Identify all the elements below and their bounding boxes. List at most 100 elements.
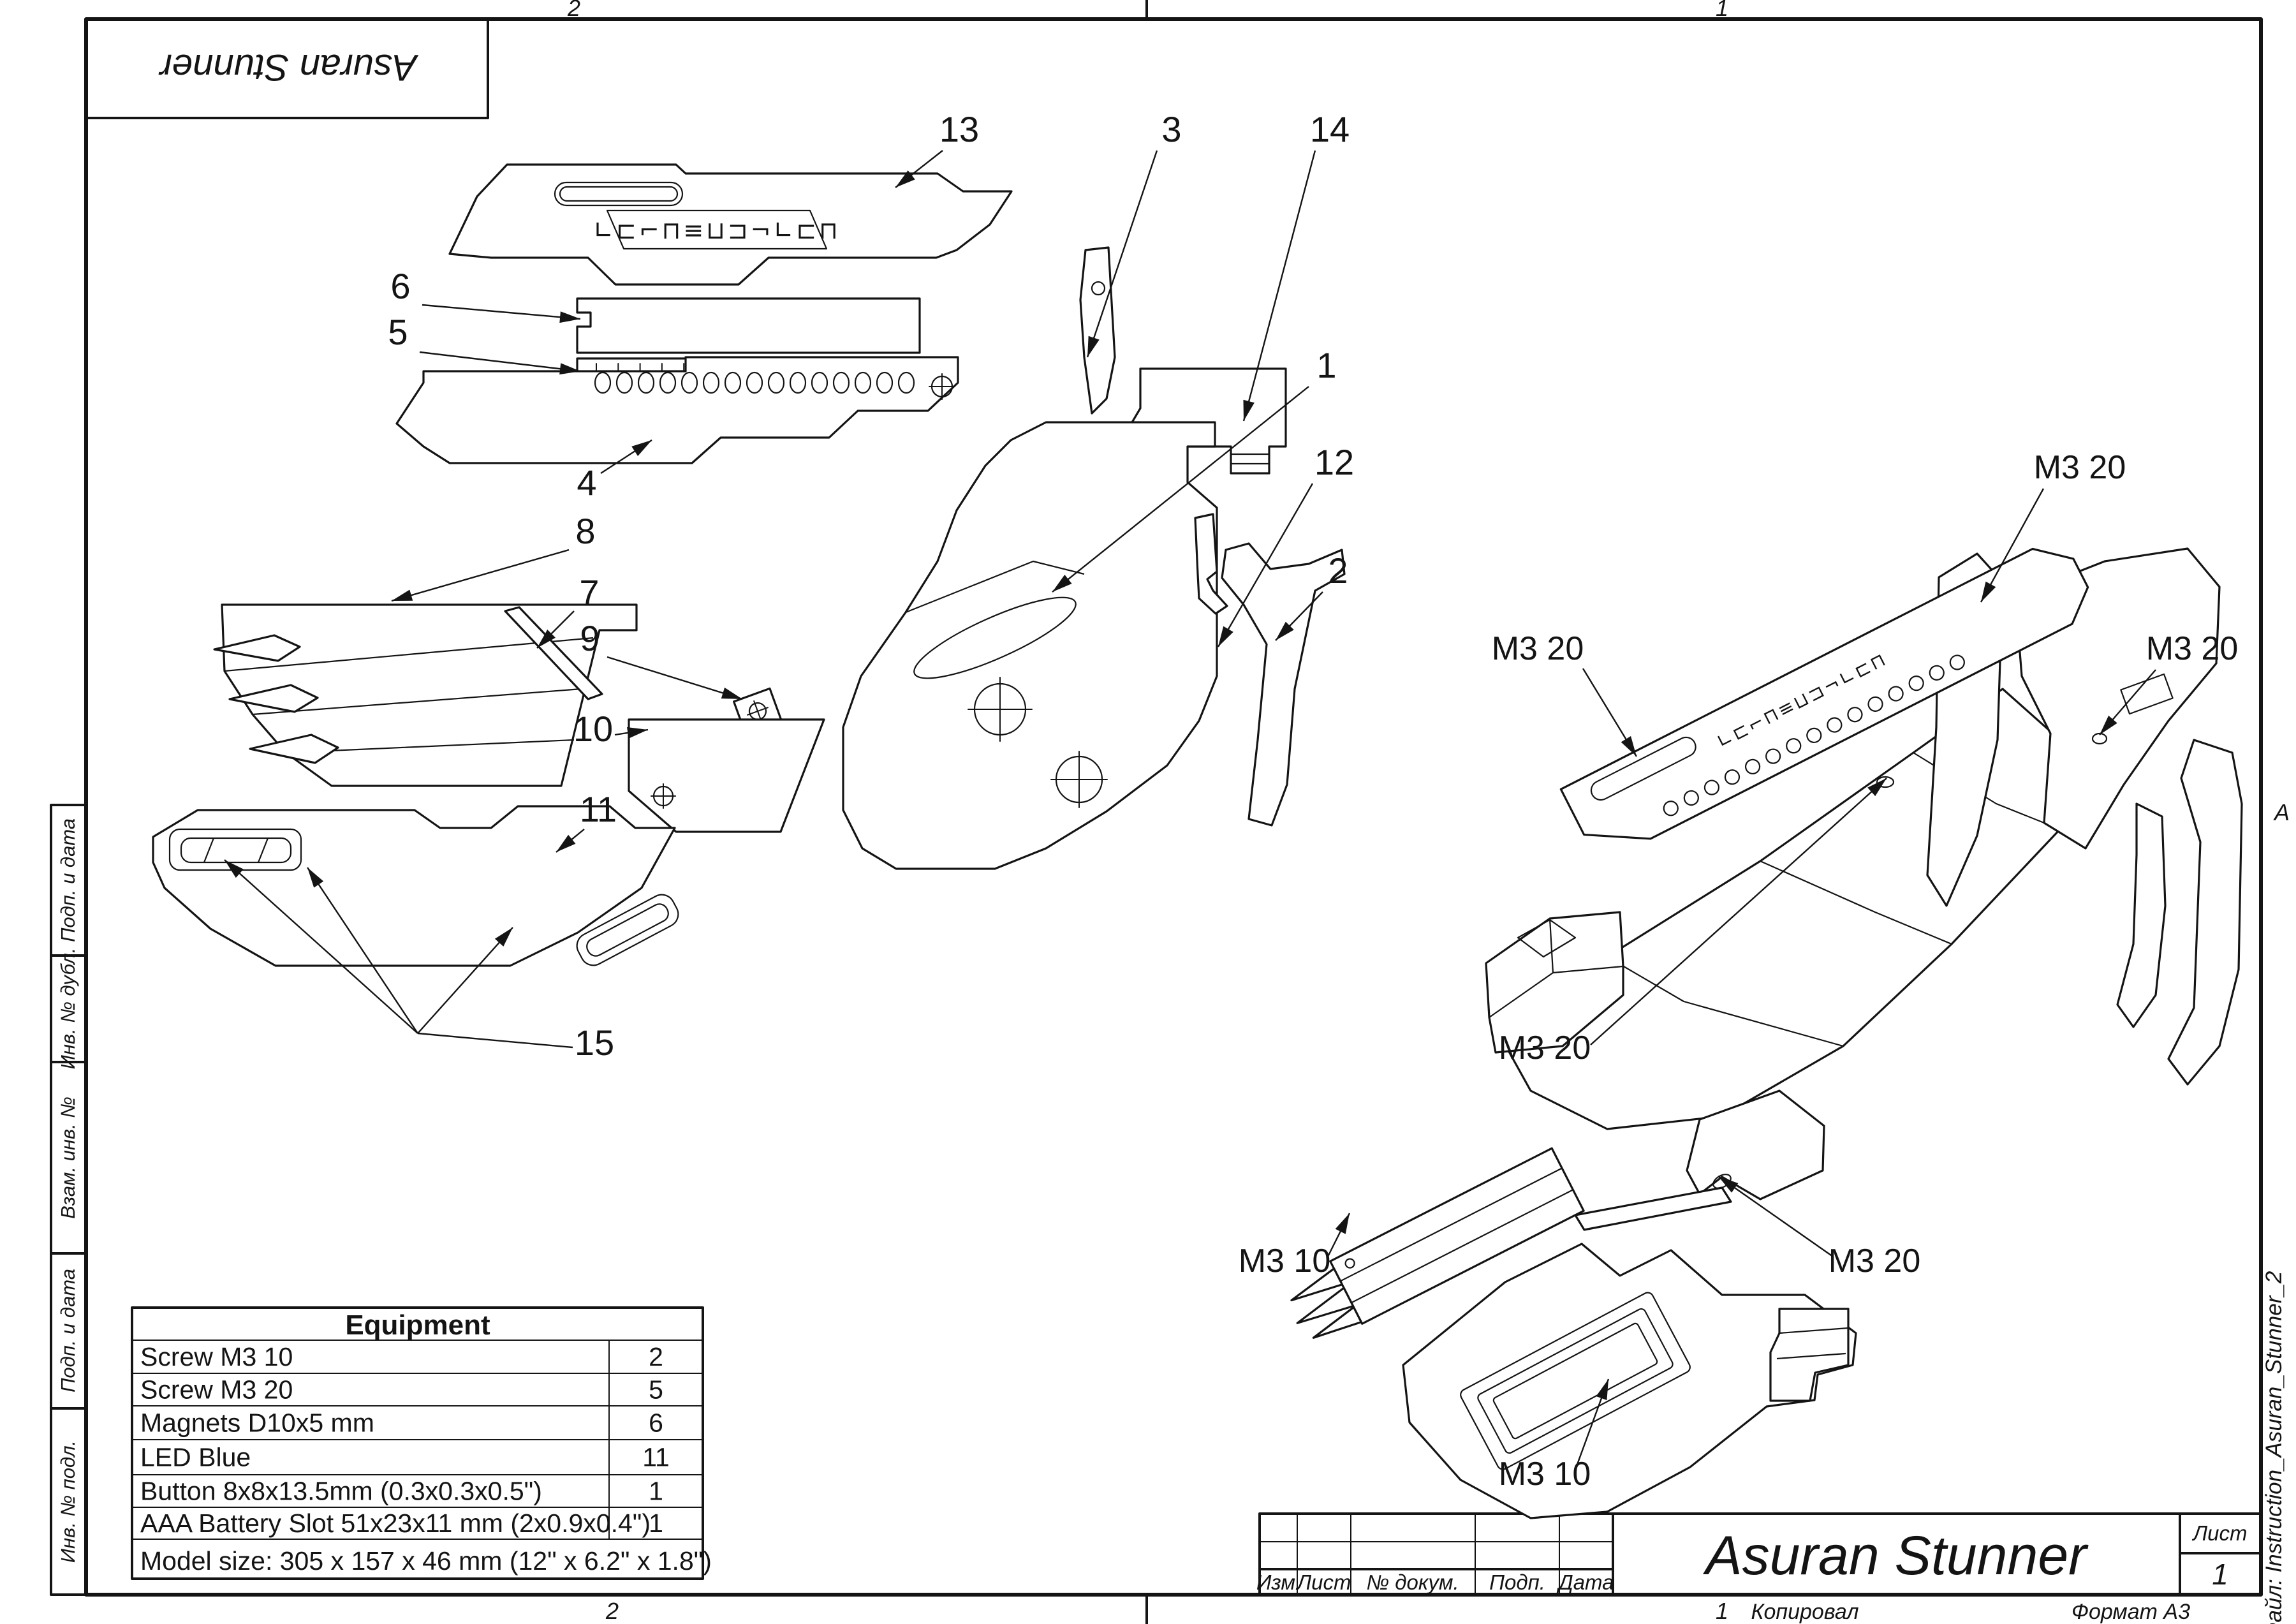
led-hole [1888, 686, 1904, 702]
screw-size-callout: M3 20 [1499, 1030, 1591, 1067]
leader-arrowhead [721, 687, 742, 699]
equipment-item-qty: 6 [649, 1408, 663, 1438]
part-number-callout: 5 [388, 312, 408, 352]
equipment-item-qty: 11 [642, 1443, 670, 1472]
led-hole [1806, 727, 1822, 743]
part-number-callout: 12 [1314, 442, 1354, 482]
part-number-callout: 2 [1328, 550, 1348, 591]
led-hole [1765, 748, 1781, 764]
leader-arrowhead [1276, 621, 1294, 640]
zone-label-bottom-2: 2 [605, 1598, 619, 1624]
leader-arrowhead [1596, 1379, 1608, 1401]
part-number-callout: 8 [575, 511, 595, 551]
tb-header-izm: Изм. [1256, 1570, 1301, 1594]
led-hole [1929, 665, 1945, 681]
prong-tip [1296, 1287, 1355, 1324]
copied-label: Копировал [1751, 1600, 1858, 1624]
screw-hole [1876, 776, 1895, 788]
leader-arrowhead [2100, 715, 2117, 735]
screw-size-callout: M3 20 [1829, 1243, 1921, 1280]
part-number-callout: 7 [579, 572, 599, 612]
leader-arrowhead [1218, 626, 1233, 647]
part-number-callout: 15 [575, 1022, 614, 1063]
equipment-item-qty: 1 [649, 1509, 663, 1538]
leader-line [417, 927, 513, 1034]
leader-line [307, 867, 418, 1034]
battery-slot [1460, 1292, 1691, 1470]
part-number-callout: 11 [580, 789, 617, 829]
leader-arrowhead [494, 927, 513, 947]
leader-arrowhead [631, 440, 652, 456]
led-hole [832, 371, 850, 394]
part-12-clip [1194, 513, 1228, 615]
leader-arrowhead [1335, 1213, 1350, 1234]
tb-header-list: Лист [1296, 1570, 1351, 1594]
part-1-main-body [842, 421, 1218, 870]
part-number-callout: 9 [580, 618, 600, 658]
leader-line [417, 1032, 573, 1049]
leader-arrowhead [1087, 336, 1100, 357]
part-number-callout: 4 [577, 462, 596, 503]
oval-slot-inner [559, 186, 679, 202]
led-hole [1827, 717, 1843, 733]
leader-arrowhead [559, 363, 580, 375]
led-hole [1867, 696, 1883, 712]
led-hole [637, 371, 655, 394]
leader-line [391, 549, 570, 602]
zone-label-top-2: 2 [567, 0, 580, 21]
prong-tip [1312, 1306, 1362, 1339]
led-hole [811, 371, 828, 394]
leader-arrowhead [224, 860, 244, 878]
leader-arrowhead [1981, 581, 1996, 602]
leader-line [224, 859, 418, 1034]
leader-line [422, 304, 581, 320]
leader-arrowhead [627, 727, 648, 739]
equipment-item-name: LED Blue [140, 1443, 251, 1472]
format-label: Формат A3 [2072, 1600, 2190, 1624]
led-hole [767, 371, 785, 394]
equipment-table: Equipment Model size: 305 x 157 x 46 mm … [131, 1306, 712, 1580]
prong-tip [228, 684, 319, 713]
part-number-callout: 13 [939, 109, 979, 149]
leader-line [1718, 1176, 1834, 1257]
leader-arrowhead [1718, 1176, 1739, 1193]
sheet-frame: 2 1 2 1 A Копировал Формат A3 Файл: Inst… [84, 0, 2290, 1624]
equipment-table-footer: Model size: 305 x 157 x 46 mm (12" x 6.2… [140, 1546, 712, 1576]
led-hole [1744, 758, 1761, 775]
equipment-item-name: AAA Battery Slot 51x23x11 mm (2x0.9x0.4"… [140, 1509, 651, 1538]
led-hole [1847, 707, 1863, 723]
leader-line [1086, 150, 1158, 358]
part-7-strip [504, 606, 603, 700]
zone-label-bottom-1: 1 [1716, 1598, 1728, 1624]
led-hole [897, 371, 915, 394]
equipment-table-border [131, 1306, 704, 1580]
equipment-item-qty: 5 [649, 1375, 663, 1405]
part-8-emitter [213, 603, 638, 787]
led-hole [1908, 675, 1924, 691]
title-block-title: Asuran Stunner [1702, 1525, 2089, 1586]
left-strip: Подп. и дата Инв. № дубл. Взам. инв. № П… [50, 804, 87, 1596]
leader-arrowhead [1867, 778, 1887, 797]
zone-row-letter: A [2273, 799, 2290, 825]
asm-thin-strip [1574, 1186, 1732, 1231]
led-hole [594, 371, 612, 394]
asm-handle-unit [1402, 1243, 1857, 1519]
title-block: Изм. Лист № докум. Подп. Дата Asuran Stu… [1256, 1512, 2262, 1596]
equipment-item-qty: 1 [649, 1477, 663, 1506]
inverted-title-box: Asuran Stunner [85, 18, 489, 119]
part-3-blade [1079, 246, 1116, 415]
screw-size-callout: M3 10 [1239, 1243, 1331, 1280]
part-6-cover-plate [576, 297, 921, 354]
asm-forend-block [1485, 911, 1624, 1054]
strip-label-inv-podl: Инв. № подл. [57, 1440, 79, 1563]
led-hole [1663, 801, 1679, 816]
battery-slot-inner [1477, 1308, 1674, 1454]
strip-label-inv-dubl: Инв. № дубл. [57, 948, 79, 1070]
zone-label-top-1: 1 [1716, 0, 1728, 21]
leader-line [419, 351, 581, 373]
part-number-callout: 10 [573, 709, 613, 749]
part-11-bottom-cover [152, 805, 679, 967]
